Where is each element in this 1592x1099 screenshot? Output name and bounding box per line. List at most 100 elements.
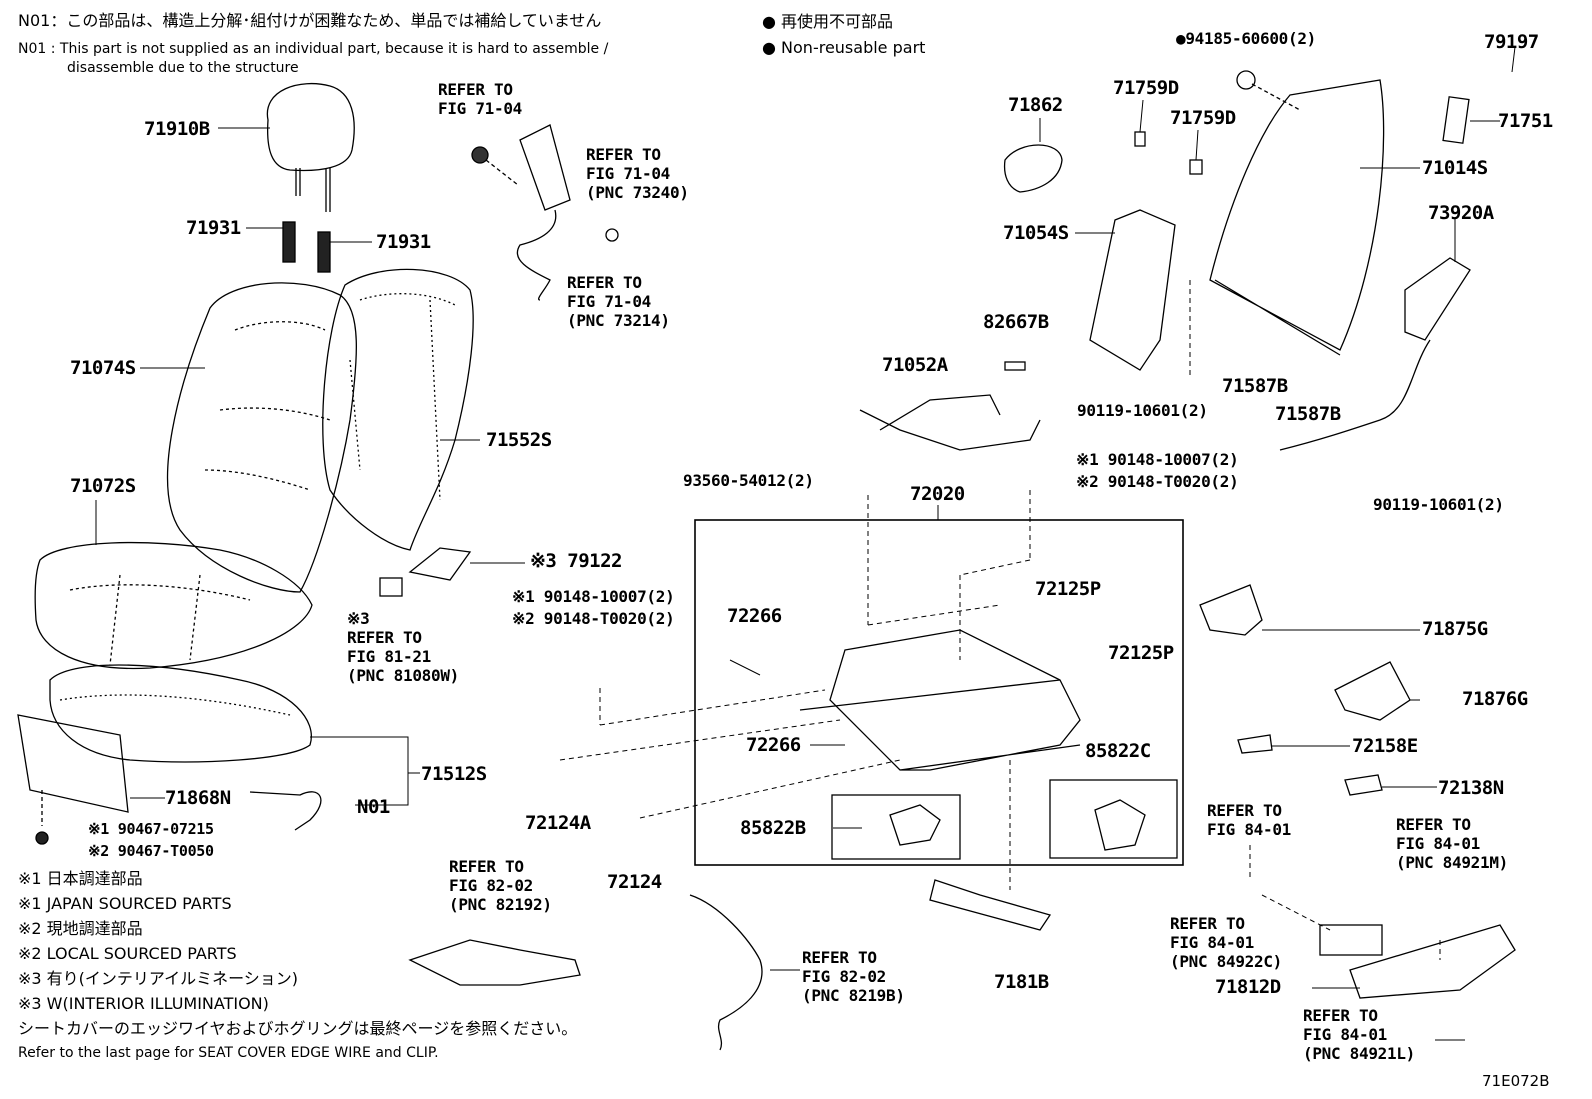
part-label-72266-lower: 72266	[746, 734, 801, 756]
part-label-90148-lower-local: ※2 90148-T0020(2)	[512, 609, 675, 628]
refer-block-pnc-84922c: REFER TO FIG 84-01 (PNC 84922C)	[1170, 914, 1282, 971]
part-label-72020: 72020	[910, 483, 965, 505]
refer-line: FIG 84-01	[1207, 820, 1291, 839]
part-label-94185: ●94185-60600(2)	[1176, 29, 1316, 48]
part-71875g-shape	[1199, 584, 1263, 636]
part-label-71074s: 71074S	[70, 357, 136, 379]
note-n01-en-line2: disassemble due to the structure	[67, 60, 299, 76]
legend-line: ※1 JAPAN SOURCED PARTS	[18, 894, 232, 913]
side-frame-shape	[1089, 209, 1176, 371]
refer-line: FIG 71-04	[438, 99, 522, 118]
legend-line: シートカバーのエッジワイヤおよびホグリングは最終ページを参照ください。	[18, 1019, 578, 1038]
part-label-71931-right: 71931	[376, 231, 431, 253]
part-label-71054s: 71054S	[1003, 222, 1069, 244]
part-label-79197: 79197	[1484, 31, 1539, 53]
part-label-79122: ※3 79122	[530, 550, 623, 572]
refer-block-pnc-8219b: REFER TO FIG 82-02 (PNC 8219B)	[802, 948, 905, 1005]
part-label-90148-upper-jp: ※1 90148-10007(2)	[1076, 450, 1239, 469]
part-label-71014s: 71014S	[1422, 157, 1488, 179]
legend-line: ※3 有り(インテリアイルミネーション)	[18, 969, 299, 988]
refer-line: REFER TO	[438, 80, 513, 99]
legend-line: ※3 W(INTERIOR ILLUMINATION)	[18, 994, 269, 1013]
part-label-72124: 72124	[607, 871, 662, 893]
part-label-90119-upper: 90119-10601(2)	[1077, 401, 1208, 420]
note-nonreusable-jp: ● 再使用不可部品	[762, 12, 894, 31]
part-label-90148-upper-local: ※2 90148-T0020(2)	[1076, 472, 1239, 491]
part-label-71759d-b: 71759D	[1170, 107, 1236, 129]
part-label-82667b: 82667B	[983, 311, 1049, 333]
figure-code: 71E072B	[1482, 1072, 1550, 1090]
refer-line: REFER TO	[1303, 1006, 1378, 1025]
refer-block-pnc-81080w: ※3 REFER TO FIG 81-21 (PNC 81080W)	[347, 609, 459, 685]
refer-line: (PNC 81080W)	[347, 666, 459, 685]
part-label-71072s: 71072S	[70, 475, 136, 497]
clip-71759d-shape	[1134, 131, 1146, 147]
part-label-71876g: 71876G	[1462, 688, 1528, 710]
refer-block-fig84-01-a: REFER TO FIG 84-01	[1207, 801, 1291, 839]
harness-8219b-shape	[689, 894, 763, 1051]
part-label-72125p-upper: 72125P	[1035, 578, 1101, 600]
refer-line: (PNC 73214)	[567, 311, 670, 330]
part-label-72124a: 72124A	[525, 812, 591, 834]
refer-block-pnc-82192: REFER TO FIG 82-02 (PNC 82192)	[449, 857, 552, 914]
legend: ※1 日本調達部品 ※1 JAPAN SOURCED PARTS ※2 現地調達…	[18, 866, 577, 1066]
part-72138n-shape	[1344, 774, 1383, 796]
refer-block-fig71-04-a: REFER TO FIG 71-04	[438, 80, 522, 118]
switch-84922c-shape	[1319, 924, 1383, 956]
refer-line: FIG 84-01	[1396, 834, 1480, 853]
airbag-shape	[1404, 257, 1471, 341]
refer-block-pnc-73240: REFER TO FIG 71-04 (PNC 73240)	[586, 145, 689, 202]
switch-panel-shape	[1349, 924, 1516, 999]
refer-line: (PNC 73240)	[586, 183, 689, 202]
part-label-90119-lower: 90119-10601(2)	[1373, 495, 1504, 514]
legend-line: ※1 日本調達部品	[18, 869, 143, 888]
part-label-72158e: 72158E	[1352, 735, 1418, 757]
front-panel-shape	[17, 714, 129, 813]
part-label-85822b: 85822B	[740, 817, 806, 839]
refer-block-pnc-73214: REFER TO FIG 71-04 (PNC 73214)	[567, 273, 670, 330]
part-label-71812d: 71812D	[1215, 976, 1281, 998]
refer-line: REFER TO	[1207, 801, 1282, 820]
note-n01-en-line1: N01 : This part is not supplied as an in…	[18, 41, 609, 57]
illumination-part-shape	[408, 547, 472, 581]
legend-line: ※2 現地調達部品	[18, 919, 143, 938]
seatback-pad-shape	[322, 268, 474, 551]
headrest-shape	[266, 82, 355, 212]
note-n01-jp: N01：この部品は、構造上分解･組付けが困難なため、単品では補給していません	[18, 11, 602, 30]
headrest-support-shape	[282, 221, 331, 273]
part-71751-shape	[1442, 96, 1470, 144]
part-label-72138n: 72138N	[1438, 777, 1504, 799]
seat-adjuster-shape	[799, 629, 1081, 771]
refer-block-pnc-84921m: REFER TO FIG 84-01 (PNC 84921M)	[1396, 815, 1508, 872]
motor-85822b-shape	[889, 804, 941, 846]
part-label-71862: 71862	[1008, 94, 1063, 116]
refer-line: (PNC 8219B)	[802, 986, 905, 1005]
refer-line: REFER TO	[802, 948, 877, 967]
part-label-73920a: 73920A	[1428, 202, 1494, 224]
refer-line: FIG 71-04	[567, 292, 651, 311]
refer-line: (PNC 84921M)	[1396, 853, 1508, 872]
refer-line: FIG 82-02	[802, 967, 886, 986]
harness-71052a-shape	[859, 394, 1041, 451]
part-label-71868n: 71868N	[165, 787, 231, 809]
motor-85822c-shape	[1094, 799, 1146, 851]
refer-block-pnc-84921l: REFER TO FIG 84-01 (PNC 84921L)	[1303, 1006, 1415, 1063]
n01-harness-shape	[249, 791, 322, 831]
part-label-71587b-b: 71587B	[1275, 403, 1341, 425]
refer-line: FIG 71-04	[586, 164, 670, 183]
refer-line: REFER TO	[567, 273, 642, 292]
refer-line: FIG 82-02	[449, 876, 533, 895]
part-label-90467-local: ※2 90467-T0050	[88, 842, 214, 860]
refer-line: (PNC 84922C)	[1170, 952, 1282, 971]
part-label-71910b: 71910B	[144, 118, 210, 140]
refer-line: REFER TO	[449, 857, 524, 876]
part-label-71512s: 71512S	[421, 763, 487, 785]
legend-line: ※2 LOCAL SOURCED PARTS	[18, 944, 237, 963]
refer-line: REFER TO	[586, 145, 661, 164]
part-label-72125p-lower: 72125P	[1108, 642, 1174, 664]
part-label-71751: 71751	[1498, 110, 1553, 132]
refer-line: ※3	[347, 609, 370, 628]
seat-cushion-pad-shape	[49, 664, 312, 763]
seatback-frame-shape	[1209, 79, 1385, 356]
